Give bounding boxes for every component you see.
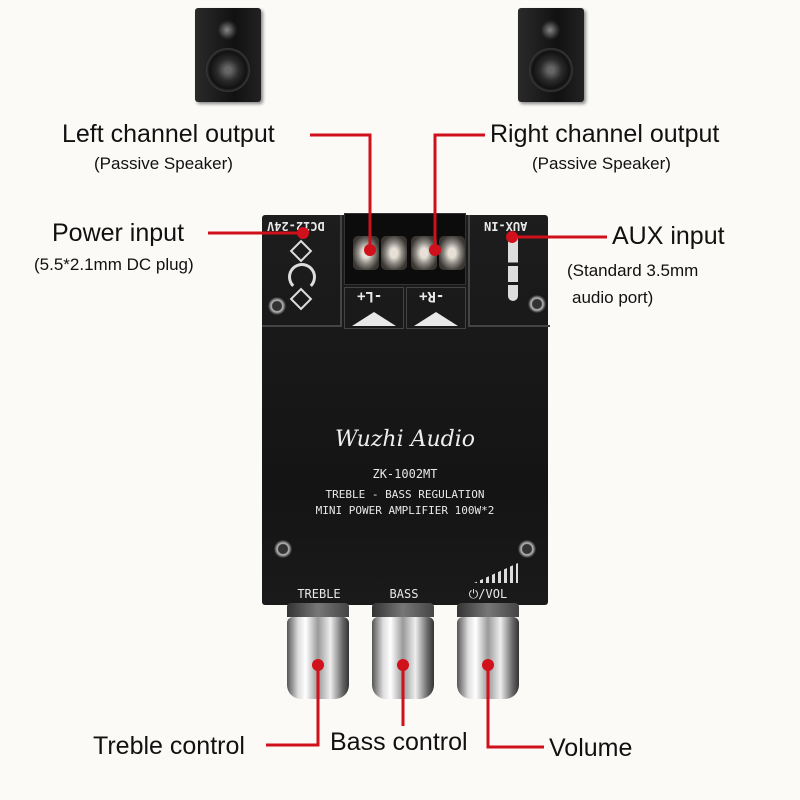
aux-input-sublabel-1: (Standard 3.5mm <box>567 261 699 280</box>
power-input-dot <box>297 227 309 239</box>
right-output-dot <box>429 244 441 256</box>
description-line-2: MINI POWER AMPLIFIER 100W*2 <box>315 504 495 517</box>
screw <box>268 297 286 315</box>
power-input-label: Power input <box>52 219 185 247</box>
right-output-sublabel: (Passive Speaker) <box>532 154 671 173</box>
left-speaker-image <box>195 8 261 102</box>
audio-jack-icon <box>508 237 518 301</box>
left-output-label: Left channel output <box>62 120 275 148</box>
volume-label: Volume <box>549 734 633 762</box>
left-output-marking: -L+ <box>344 287 404 329</box>
speaker-terminal-block[interactable] <box>344 213 466 285</box>
power-section: DC12-24V <box>262 215 342 327</box>
volume-knob-label: ⏻/VOL <box>468 587 508 601</box>
treble-knob-label: TREBLE <box>297 587 341 601</box>
brand-logo: Wuzhi Audio <box>334 427 476 452</box>
amplifier-board: DC12-24V -L+ -R+ AUX-IN Wuzhi Audi <box>262 213 550 605</box>
left-output-sublabel: (Passive Speaker) <box>94 154 233 173</box>
volume-dot <box>482 659 494 671</box>
aux-section: AUX-IN <box>468 215 550 327</box>
dc-jack-icon <box>288 263 316 291</box>
aux-input-sublabel-2: audio port) <box>572 288 654 307</box>
screw <box>528 295 546 313</box>
power-input-sublabel: (5.5*2.1mm DC plug) <box>34 255 194 274</box>
model-number: ZK-1002MT <box>372 467 438 481</box>
right-output-label: Right channel output <box>490 120 720 148</box>
bass-knob-label: BASS <box>389 587 419 601</box>
screw <box>274 540 292 558</box>
aux-input-label: AUX input <box>612 222 725 250</box>
aux-input-dot <box>506 231 518 243</box>
left-output-dot <box>364 244 376 256</box>
bass-control-label: Bass control <box>330 728 468 756</box>
treble-dot <box>312 659 324 671</box>
right-speaker-image <box>518 8 584 102</box>
speaker-icon <box>352 312 396 326</box>
speaker-icon <box>414 312 458 326</box>
description-line-1: TREBLE - BASS REGULATION <box>325 488 485 501</box>
treble-control-label: Treble control <box>93 732 245 760</box>
right-plus-terminal[interactable] <box>439 236 465 270</box>
right-output-marking: -R+ <box>406 287 466 329</box>
bass-dot <box>397 659 409 671</box>
left-plus-terminal[interactable] <box>381 236 407 270</box>
screw <box>518 540 536 558</box>
